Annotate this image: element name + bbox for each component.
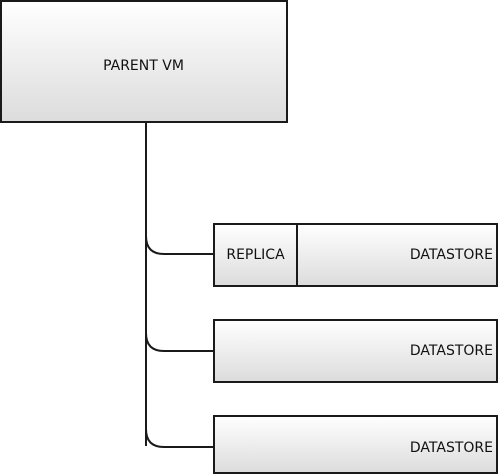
parent-vm-box: [0, 0, 288, 123]
datastore-box-2: [213, 319, 498, 383]
parent-vm-label: PARENT VM: [103, 58, 184, 74]
connector-branch-replica: [145, 235, 214, 255]
connector-branch-datastore-3: [145, 428, 214, 448]
replica-label: REPLICA: [226, 247, 285, 263]
datastore-box-3: [213, 415, 498, 474]
datastore-box-1: [213, 223, 498, 287]
datastore-label-3: DATASTORE: [409, 440, 493, 456]
connector-branch-datastore-2: [145, 332, 214, 352]
datastore-label-1: DATASTORE: [409, 247, 493, 263]
datastore-label-2: DATASTORE: [409, 343, 493, 359]
